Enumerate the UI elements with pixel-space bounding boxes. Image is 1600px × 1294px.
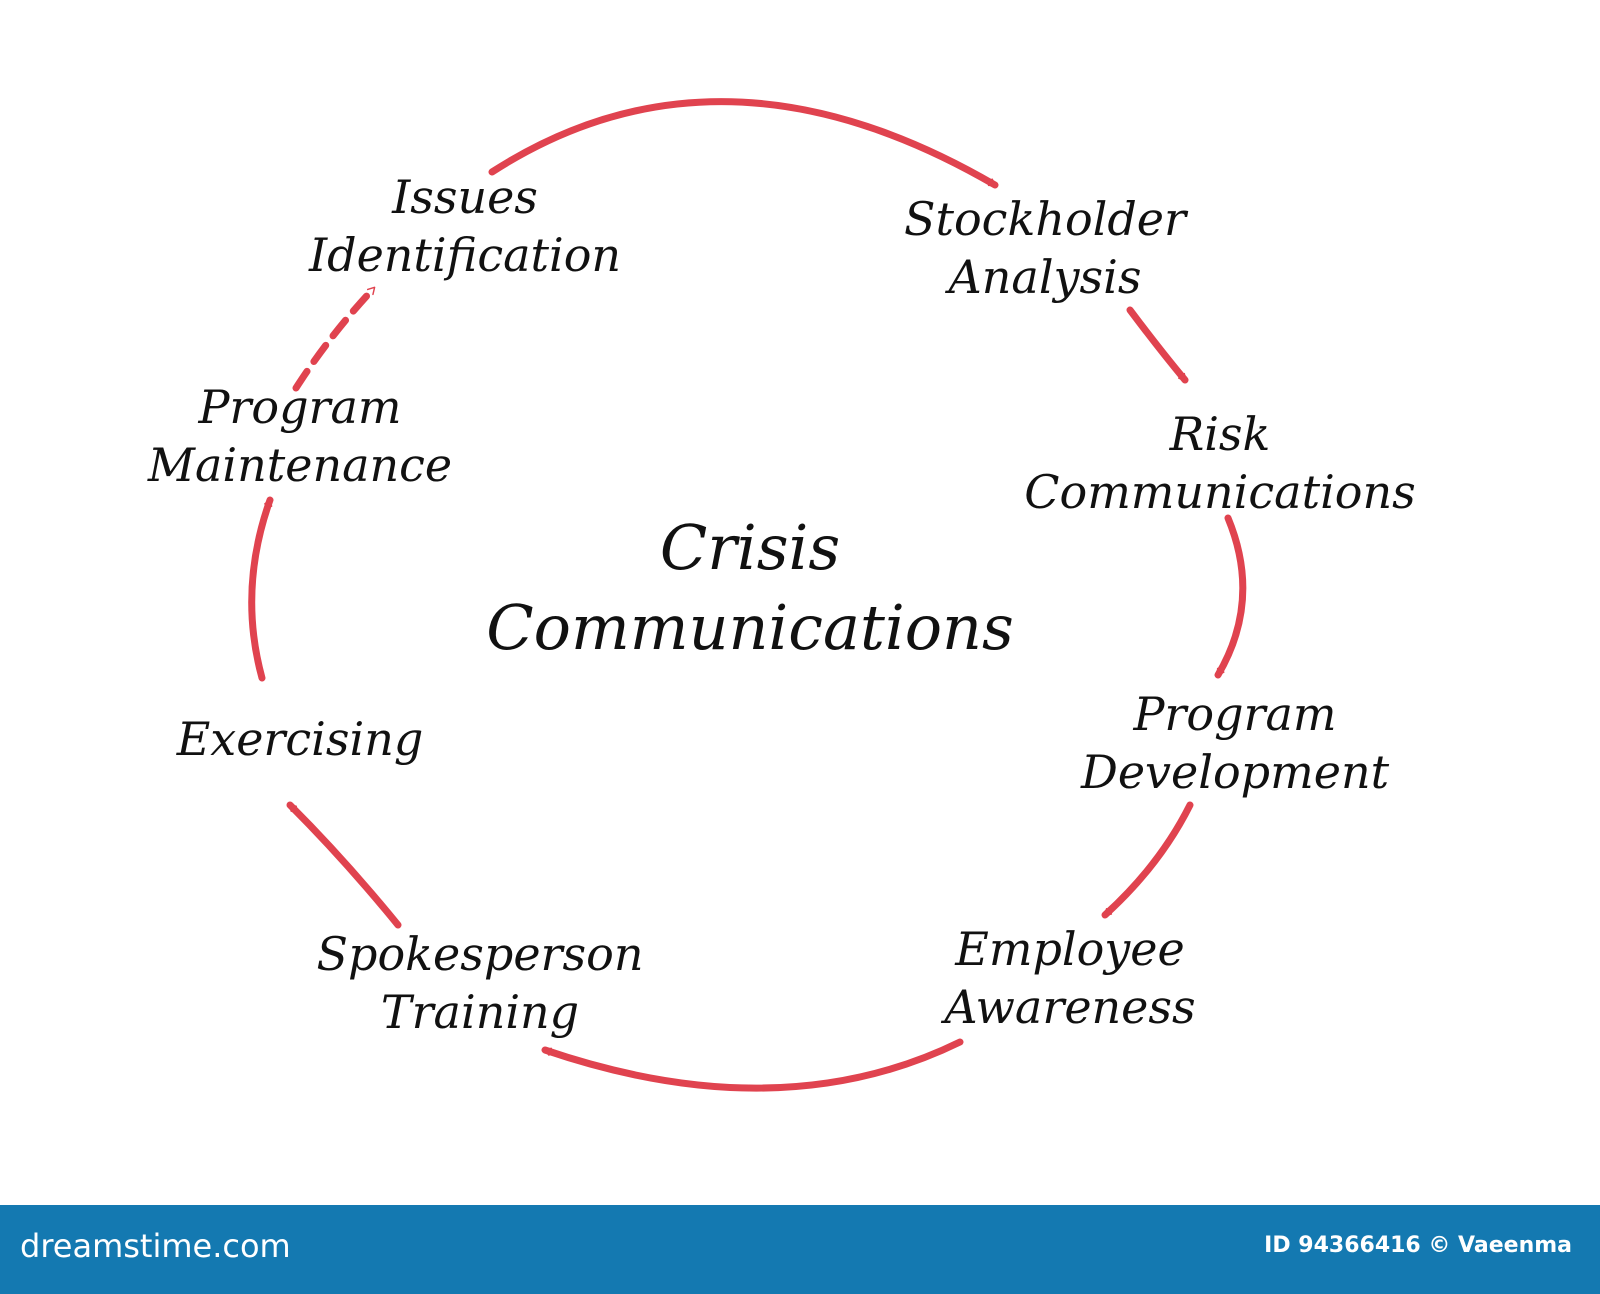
arrow-spokesperson-to-exercising — [286, 801, 402, 929]
arrow-employee-to-spokesperson — [541, 1038, 964, 1092]
arrow-risk-to-program-development — [1214, 514, 1247, 679]
step-issues-identification-line-1: Issues — [392, 170, 538, 224]
step-stockholder-analysis: Stockholder Analysis — [845, 190, 1245, 306]
arrow-stockholder-to-risk — [1126, 306, 1189, 384]
cycle-diagram — [248, 98, 1247, 1092]
step-spokesperson-training: Spokesperson Training — [260, 925, 700, 1041]
step-issues-identification-line-2: Identification — [308, 228, 622, 282]
brand-logo-text: dreamstime.com — [20, 1227, 291, 1265]
step-employee-awareness-line-2: Awareness — [944, 980, 1196, 1034]
step-program-development-line-2: Development — [1080, 745, 1390, 799]
step-risk-communications-line-2: Communications — [1024, 465, 1416, 519]
arrow-exercising-to-maintenance — [248, 496, 274, 682]
arrow-issues-to-stockholder — [488, 98, 999, 189]
image-credit: ID 94366416 © Vaeenma — [1264, 1233, 1572, 1258]
step-program-maintenance: Program Maintenance — [80, 378, 520, 494]
step-program-maintenance-line-1: Program — [198, 380, 402, 434]
step-risk-communications: Risk Communications — [950, 405, 1490, 521]
arrow-maintenance-to-issues-dashed — [292, 284, 378, 392]
center-title-line-1: Crisis — [659, 511, 841, 584]
step-risk-communications-line-1: Risk — [1169, 407, 1271, 461]
footer-bar: dreamstime.com ID 94366416 © Vaeenma — [0, 1205, 1600, 1294]
step-stockholder-analysis-line-1: Stockholder — [903, 192, 1187, 246]
step-program-development: Program Development — [1010, 685, 1460, 801]
step-spokesperson-training-line-1: Spokesperson — [316, 927, 644, 981]
step-exercising-line-1: Exercising — [176, 712, 424, 766]
arrow-program-development-to-employee — [1101, 801, 1194, 919]
step-stockholder-analysis-line-2: Analysis — [948, 250, 1142, 304]
step-issues-identification: Issues Identification — [225, 168, 705, 284]
step-employee-awareness-line-1: Employee — [955, 922, 1185, 976]
step-program-development-line-1: Program — [1133, 687, 1337, 741]
step-spokesperson-training-line-2: Training — [380, 985, 580, 1039]
center-title-line-2: Communications — [486, 591, 1014, 664]
center-title: Crisis Communications — [380, 508, 1120, 668]
step-employee-awareness: Employee Awareness — [880, 920, 1260, 1036]
step-program-maintenance-line-2: Maintenance — [147, 438, 453, 492]
step-exercising: Exercising — [120, 710, 480, 768]
